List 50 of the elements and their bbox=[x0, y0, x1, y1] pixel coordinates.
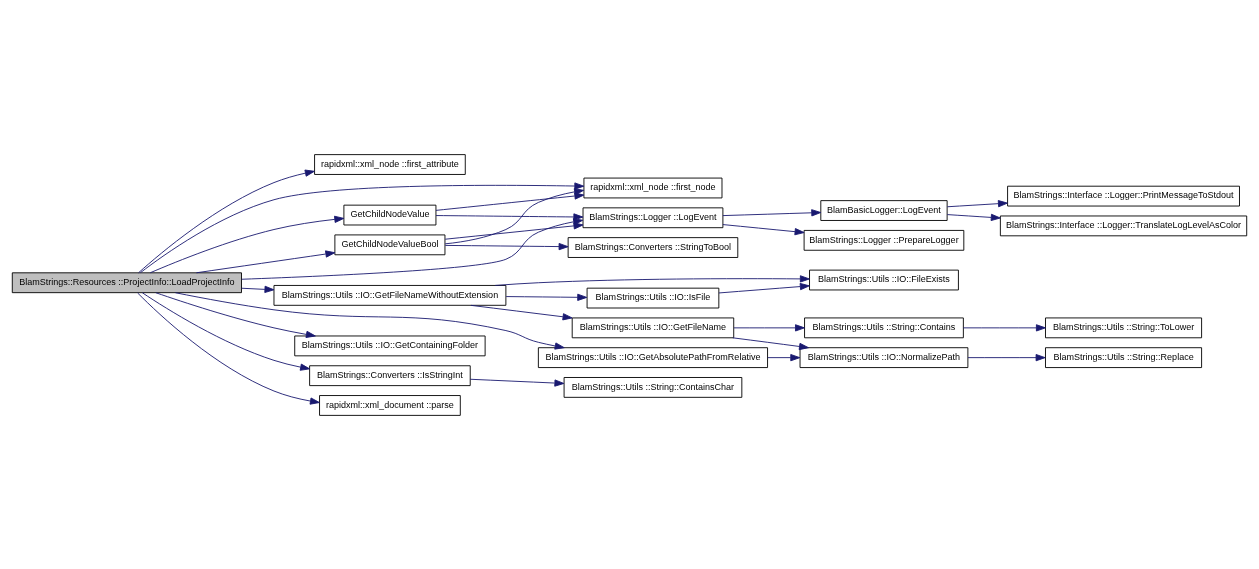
node-box: BlamStrings::Logger ::LogEvent bbox=[582, 206, 724, 228]
node-box: BlamStrings::Utils ::String::Contains bbox=[804, 317, 964, 338]
node-box: rapidxml::xml_document ::parse bbox=[319, 394, 461, 416]
arrow bbox=[722, 208, 822, 216]
arrow bbox=[718, 282, 810, 293]
arrow bbox=[435, 212, 584, 221]
arrow bbox=[155, 291, 316, 338]
node-box: BlamStrings::Converters ::StringToBool bbox=[567, 236, 739, 258]
node-box: BlamStrings::Utils ::String::ToLower bbox=[1045, 317, 1203, 338]
node-box: BlamStrings::Utils ::String::Replace bbox=[1045, 346, 1203, 368]
node-box: rapidxml::xml_node ::first_node bbox=[583, 177, 723, 198]
arrow bbox=[149, 215, 345, 273]
arrow bbox=[444, 221, 584, 240]
node-box: BlamStrings::Resources ::ProjectInfo::LoadProjectInfo bbox=[11, 271, 242, 293]
arrow bbox=[722, 223, 805, 235]
arrow bbox=[137, 292, 320, 405]
arrow bbox=[141, 291, 311, 371]
node-box: BlamStrings::Utils ::IO::GetContainingFolder bbox=[294, 335, 486, 356]
node-box: BlamStrings::Converters ::IsStringInt bbox=[309, 364, 471, 386]
arrow bbox=[733, 323, 805, 331]
arrow bbox=[505, 293, 588, 301]
node-box: BlamStrings::Logger ::PrepareLogger bbox=[803, 229, 965, 251]
arrow bbox=[138, 169, 315, 273]
node-box: GetChildNodeValue bbox=[343, 204, 437, 225]
node-box: BlamStrings::Utils ::IO::IsFile bbox=[586, 287, 720, 308]
arrow bbox=[962, 323, 1046, 331]
arrow bbox=[967, 353, 1046, 361]
arrow bbox=[946, 213, 1001, 221]
node-box: BlamStrings::Utils ::IO::GetFileNameWithoutExtension bbox=[273, 284, 507, 306]
node-box: BlamStrings::Utils ::String::ContainsChar bbox=[563, 376, 743, 398]
arrow bbox=[469, 378, 565, 387]
node-box: BlamStrings::Utils ::IO::FileExists bbox=[809, 269, 959, 290]
arrow bbox=[444, 242, 569, 250]
arrow bbox=[767, 353, 801, 361]
arrow bbox=[195, 249, 336, 273]
node-box: rapidxml::xml_node ::first_attribute bbox=[314, 153, 466, 175]
arrow bbox=[946, 199, 1008, 207]
node-box: BlamStrings::Utils ::IO::GetAbsolutePathFromRelative bbox=[537, 346, 768, 368]
arrow bbox=[494, 274, 810, 286]
node-box: BlamStrings::Utils ::IO::NormalizePath bbox=[799, 346, 969, 368]
node-box: BlamStrings::Interface ::Logger::PrintMessageToStdout bbox=[1007, 185, 1240, 206]
arrow bbox=[241, 285, 275, 293]
node-box: BlamBasicLogger::LogEvent bbox=[820, 199, 948, 221]
arrow bbox=[470, 304, 573, 320]
arrow bbox=[435, 191, 585, 211]
arrow bbox=[174, 291, 565, 350]
node-box: BlamStrings::Utils ::IO::GetFileName bbox=[571, 317, 735, 338]
node-box: BlamStrings::Interface ::Logger::TranslateLogLevelAsColor bbox=[999, 215, 1248, 236]
arrow bbox=[732, 336, 809, 350]
node-box: GetChildNodeValueBool bbox=[334, 233, 446, 255]
